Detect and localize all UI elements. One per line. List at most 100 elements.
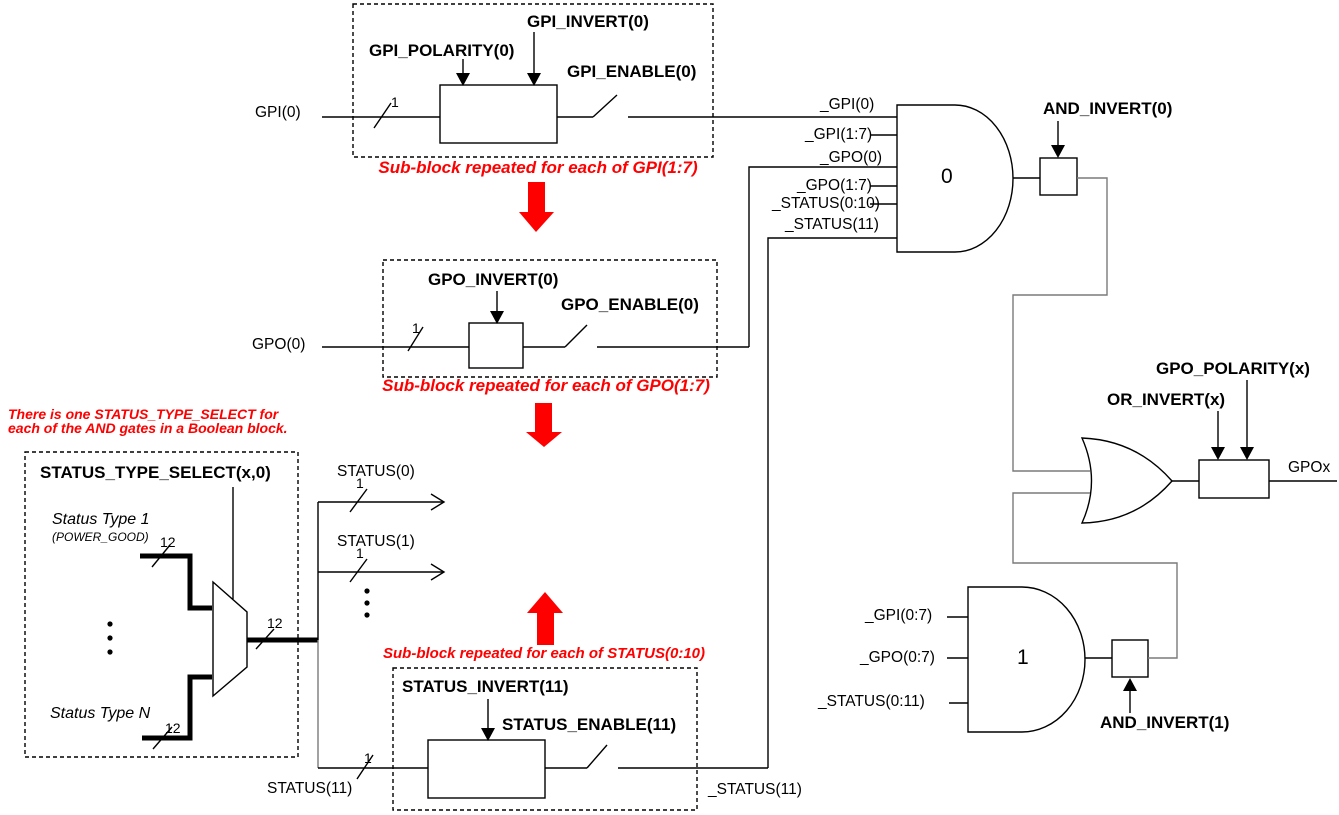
gpo-polarity-x-label: GPO_POLARITY(x) (1156, 359, 1310, 378)
gpi-input-label: GPI(0) (255, 104, 301, 121)
status-invert-label: STATUS_INVERT(11) (402, 677, 569, 696)
status-typeN-bus-slash (152, 726, 173, 750)
gpo-enable-label: GPO_ENABLE(0) (561, 295, 699, 314)
status11-bus-slash (356, 754, 374, 780)
status-select-note-line2: each of the AND gates in a Boolean block… (8, 420, 288, 436)
status-select-note-line1: There is one STATUS_TYPE_SELECT for (8, 406, 279, 422)
and1-gate-number: 1 (1017, 646, 1029, 669)
status-repeat-note: Sub-block repeated for each of STATUS(0:… (383, 645, 705, 662)
gpo-to-and0-wire (748, 166, 897, 347)
status-subblock-graphics (318, 237, 897, 811)
status1-arrowhead-icon (430, 563, 446, 581)
mux-ellipsis-dot (107, 635, 113, 641)
and1-gate-shape (967, 586, 1086, 733)
gpi-bus-slash (373, 102, 392, 129)
status-type1-label: Status Type 1 (52, 511, 150, 528)
status-function-box (427, 739, 546, 799)
status11-to-and0-wire (767, 237, 897, 768)
status-ellipsis-dot (364, 588, 370, 594)
gpi-invert-label: GPI_INVERT(0) (527, 12, 649, 31)
status0-bus-width-label: 1 (356, 475, 364, 491)
and1-input-label-gpo: _GPO(0:7) (860, 649, 935, 666)
status-type1-bus-width-label: 12 (160, 534, 176, 550)
and1-invert-box (1111, 639, 1149, 678)
gpo-function-box (468, 322, 524, 369)
status-type1-bus-slash (151, 544, 171, 568)
or-invert-arrowhead-icon (1211, 447, 1225, 460)
gpox-output-label: GPOx (1288, 459, 1331, 476)
gpo-input-label: GPO(0) (252, 336, 306, 353)
and0-invert-label: AND_INVERT(0) (1043, 99, 1173, 118)
mux-symbol (212, 580, 248, 698)
status-ellipsis-dot (364, 600, 370, 606)
and1-to-or-wire (1012, 492, 1178, 659)
status-select-graphics (24, 451, 318, 758)
status-dashed-box (392, 667, 698, 811)
gpo-repeat-note: Sub-block repeated for each of GPO(1:7) (382, 376, 710, 395)
gpi-polarity-arrowhead-icon (456, 73, 470, 86)
red-down-arrow-1-icon (519, 182, 554, 232)
status-ellipsis-dot (364, 612, 370, 618)
status-type-select-title: STATUS_TYPE_SELECT(x,0) (40, 463, 271, 482)
and0-gate-number: 0 (941, 165, 953, 188)
mux-ellipsis-dot (107, 621, 113, 627)
gpo-subblock-graphics (322, 166, 897, 378)
status11-bus-width-label: 1 (364, 750, 372, 766)
red-up-arrow-icon (527, 592, 563, 645)
red-down-arrow-2-icon (526, 403, 562, 447)
gpo-dashed-box (382, 259, 718, 378)
status-select-dashed-box (24, 451, 299, 758)
and1-invert-arrowhead-icon (1123, 678, 1137, 691)
and1-input-label-gpi: _GPI(0:7) (865, 607, 933, 624)
and0-input-label-gpo0: _GPO(0) (820, 149, 883, 166)
status0-label: STATUS(0) (337, 463, 415, 480)
and0-invert-arrowhead-icon (1051, 145, 1065, 158)
mux-output-bus-slash (255, 628, 275, 650)
status-type1-bus (140, 553, 212, 611)
and0-input-label-status010: _STATUS(0:10) (772, 195, 880, 212)
and0-invert-box (1039, 157, 1078, 196)
status-typeN-label: Status Type N (50, 705, 151, 722)
status-enable-switch (586, 744, 608, 769)
status0-bus-slash (349, 488, 368, 513)
status-enable-label: STATUS_ENABLE(11) (502, 715, 677, 734)
status0-arrowhead-icon (430, 493, 446, 511)
status-typeN-bus-width-label: 12 (165, 720, 181, 736)
gpi-repeat-note: Sub-block repeated for each of GPI(1:7) (378, 158, 698, 177)
or-polarity-box (1198, 459, 1270, 499)
status-invert-arrowhead-icon (481, 728, 495, 741)
or-invert-label: OR_INVERT(x) (1107, 390, 1226, 409)
gpo-bus-slash (407, 326, 424, 352)
and0-gate-shape (896, 104, 1014, 253)
and0-graphics (870, 104, 1108, 472)
status11-input-label: STATUS(11) (267, 780, 353, 797)
gpi-invert-arrowhead-icon (527, 73, 541, 86)
mux-output-bus-width-label: 12 (267, 615, 283, 631)
and1-graphics (947, 492, 1178, 733)
gpo-polarity-arrowhead-icon (1240, 447, 1254, 460)
and0-input-label-gpo17: _GPO(1:7) (797, 177, 872, 194)
gpo-enable-switch (564, 324, 588, 348)
gpi-enable-label: GPI_ENABLE(0) (567, 62, 697, 81)
gpi-bus-width-label: 1 (391, 94, 399, 110)
or-gate-shape (1080, 437, 1173, 524)
gpi-enable-switch (592, 94, 618, 118)
gpo-bus-width-label: 1 (412, 320, 420, 336)
gpo-invert-arrowhead-icon (490, 311, 504, 324)
and0-input-label-status11: _STATUS(11) (785, 216, 879, 233)
status1-bus-slash (349, 558, 368, 583)
and0-input-label-gpi0: _GPI(0) (820, 96, 875, 113)
and0-input-label-gpi17: _GPI(1:7) (805, 126, 873, 143)
gpi-function-box (439, 84, 558, 144)
and0-to-or-wire (1012, 177, 1108, 472)
gpo-invert-label: GPO_INVERT(0) (428, 270, 559, 289)
gpi-subblock-graphics (322, 3, 897, 158)
status-type1-sub-label: (POWER_GOOD) (52, 530, 149, 544)
status1-label: STATUS(1) (337, 533, 415, 550)
mux-ellipsis-dot (107, 649, 113, 655)
and1-input-label-status: _STATUS(0:11) (818, 693, 925, 710)
status-branch-graphics (317, 488, 446, 768)
or-stage-graphics (1080, 380, 1337, 524)
